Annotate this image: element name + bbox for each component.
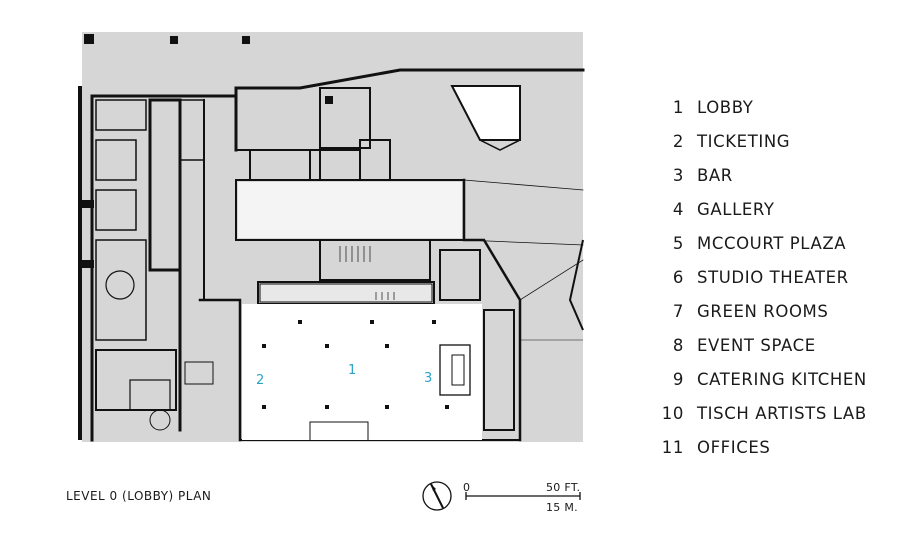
stair-band <box>259 283 433 303</box>
legend-number: 10 <box>661 403 684 423</box>
legend-label: OFFICES <box>697 437 771 457</box>
bar-counter <box>439 344 471 396</box>
legend-label: EVENT SPACE <box>697 335 816 355</box>
north-arrow-icon <box>422 481 452 511</box>
legend-item: 2 TICKETING <box>660 124 890 158</box>
room-legend: 1 LOBBY 2 TICKETING 3 BAR 4 GALLERY 5 MCCOURT… <box>660 90 890 464</box>
legend-label: GALLERY <box>697 199 775 219</box>
plan-label-lobby: 1 <box>348 363 356 378</box>
columns <box>82 34 449 409</box>
lobby-floor <box>242 304 482 440</box>
legend-label: STUDIO THEATER <box>697 267 849 287</box>
legend-item: 1 LOBBY <box>660 90 890 124</box>
legend-item: 6 STUDIO THEATER <box>660 260 890 294</box>
legend-number: 11 <box>661 437 684 457</box>
legend-number: 1 <box>672 97 684 117</box>
plan-label-ticketing: 2 <box>256 373 264 388</box>
legend-label: BAR <box>697 165 733 185</box>
legend-number: 9 <box>672 369 684 389</box>
legend-number: 2 <box>672 131 684 151</box>
legend-number: 5 <box>672 233 684 253</box>
legend-item: 10 TISCH ARTISTS LAB <box>660 396 890 430</box>
legend-number: 6 <box>672 267 684 287</box>
entrance <box>309 421 369 440</box>
legend-label: GREEN ROOMS <box>697 301 829 321</box>
legend-label: CATERING KITCHEN <box>697 369 867 389</box>
legend-number: 4 <box>672 199 684 219</box>
legend-label: TISCH ARTISTS LAB <box>697 403 867 423</box>
legend-item: 11 OFFICES <box>660 430 890 464</box>
legend-item: 7 GREEN ROOMS <box>660 294 890 328</box>
scale-bar: 0 50 FT. 15 M. <box>463 481 581 514</box>
legend-item: 3 BAR <box>660 158 890 192</box>
legend-item: 9 CATERING KITCHEN <box>660 362 890 396</box>
scale-meters: 15 M. <box>546 501 578 514</box>
legend-label: MCCOURT PLAZA <box>697 233 847 253</box>
plan-label-bar: 3 <box>424 371 432 386</box>
legend-number: 7 <box>672 301 684 321</box>
legend-label: LOBBY <box>697 97 754 117</box>
legend-label: TICKETING <box>697 131 791 151</box>
legend-item: 4 GALLERY <box>660 192 890 226</box>
legend-item: 8 EVENT SPACE <box>660 328 890 362</box>
legend-item: 5 MCCOURT PLAZA <box>660 226 890 260</box>
legend-number: 3 <box>672 165 684 185</box>
legend-number: 8 <box>672 335 684 355</box>
scale-zero: 0 <box>463 481 470 494</box>
central-hall <box>238 182 462 238</box>
walls <box>78 68 585 442</box>
plan-caption: LEVEL 0 (LOBBY) PLAN <box>66 489 212 503</box>
scale-feet: 50 FT. <box>546 481 580 494</box>
